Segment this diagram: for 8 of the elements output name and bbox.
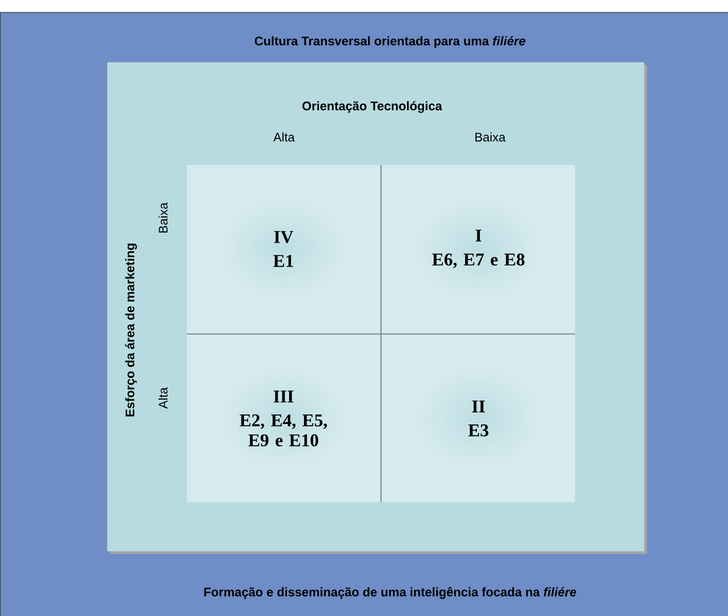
axis-level-label: Baixa [475,132,506,142]
axis-level-label: Baixa [158,202,168,233]
quadrant-cell: I E6, E7 e E8 [382,165,575,333]
quadrant-cell: III E2, E4, E5, E9 e E10 [187,335,380,502]
axis-level-label: Alta [158,387,168,409]
axis-level-label: Alta [273,132,295,142]
quadrant-cell: II E3 [382,335,575,502]
quadrant-cell: IV E1 [187,165,380,333]
